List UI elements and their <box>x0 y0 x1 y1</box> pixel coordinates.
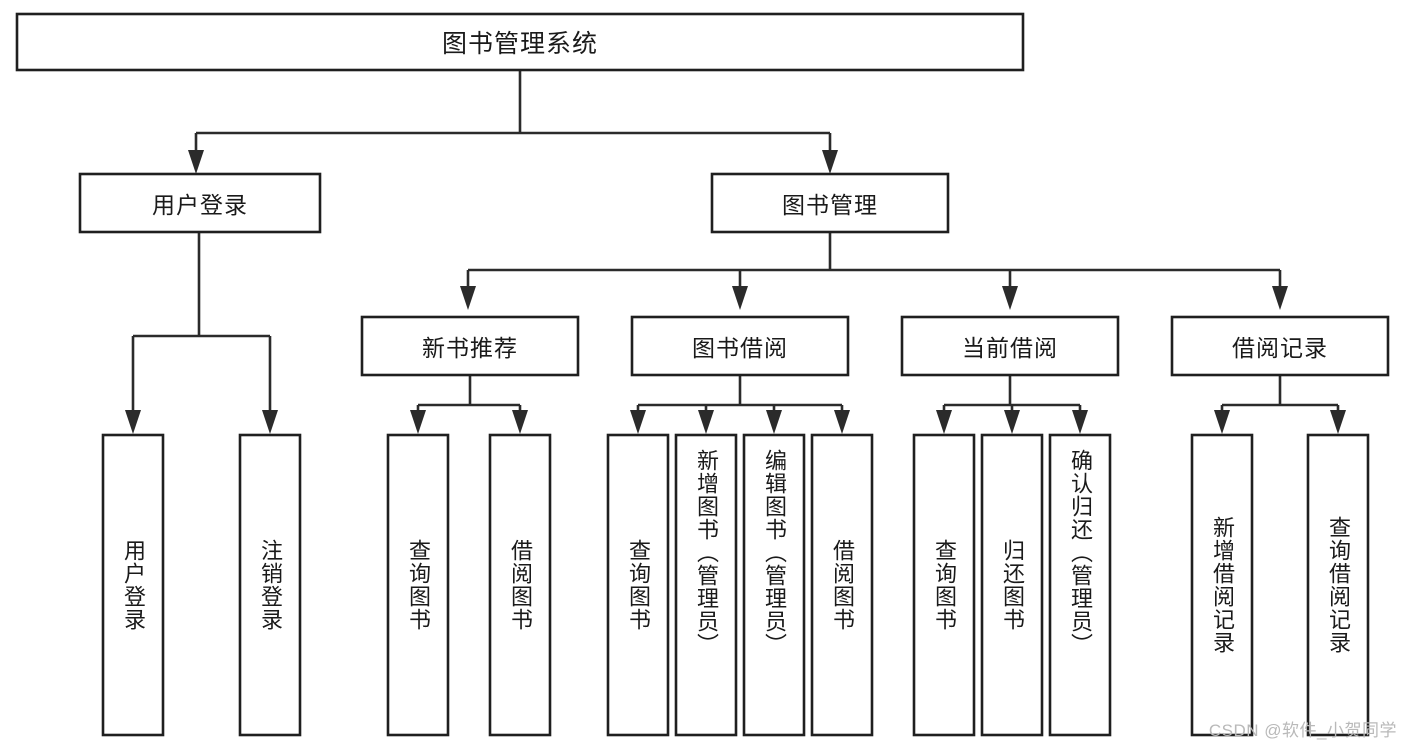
arrowhead-leaf-edit-book-admin <box>766 410 782 434</box>
node-box-leaf-borrow-book-2[interactable] <box>810 433 874 737</box>
arrowhead-leaf-user-login <box>125 410 141 434</box>
connector-root-to-level2 <box>188 70 838 174</box>
connector-book-manage-to-level3 <box>460 232 1288 310</box>
connector-borrow-record-to-leaves <box>1214 375 1346 434</box>
arrowhead-user-login <box>188 150 204 174</box>
arrowhead-leaf-borrow-book-2 <box>834 410 850 434</box>
node-box-root[interactable] <box>15 12 1025 72</box>
node-box-leaf-logout-login[interactable] <box>238 433 302 737</box>
connector-current-borrow-to-leaves <box>936 375 1088 434</box>
node-box-leaf-borrow-book-1[interactable] <box>488 433 552 737</box>
arrowhead-leaf-borrow-book-1 <box>512 410 528 434</box>
node-box-user-login[interactable] <box>78 172 322 234</box>
arrowhead-leaf-logout-login <box>262 410 278 434</box>
node-box-leaf-query-book-2[interactable] <box>606 433 670 737</box>
node-box-leaf-query-book-3[interactable] <box>912 433 976 737</box>
node-box-book-borrow[interactable] <box>630 315 850 377</box>
node-box-leaf-edit-book-admin[interactable] <box>742 433 806 737</box>
arrowhead-leaf-return-book <box>1004 410 1020 434</box>
connector-book-borrow-to-leaves <box>630 375 850 434</box>
arrowhead-leaf-query-book-1 <box>410 410 426 434</box>
arrowhead-leaf-add-book-admin <box>698 410 714 434</box>
node-box-leaf-user-login[interactable] <box>101 433 165 737</box>
arrowhead-leaf-query-borrow-record <box>1330 410 1346 434</box>
node-box-leaf-confirm-return-admin[interactable] <box>1048 433 1112 737</box>
node-box-new-book-recommend[interactable] <box>360 315 580 377</box>
node-box-leaf-query-borrow-record[interactable] <box>1306 433 1370 737</box>
arrowhead-book-manage <box>822 150 838 174</box>
node-box-current-borrow[interactable] <box>900 315 1120 377</box>
node-box-leaf-add-book-admin[interactable] <box>674 433 738 737</box>
arrowhead-borrow-record <box>1272 286 1288 310</box>
arrowhead-leaf-query-book-3 <box>936 410 952 434</box>
node-box-leaf-add-borrow-record[interactable] <box>1190 433 1254 737</box>
node-box-leaf-query-book-1[interactable] <box>386 433 450 737</box>
node-box-borrow-record[interactable] <box>1170 315 1390 377</box>
arrowhead-leaf-confirm-return-admin <box>1072 410 1088 434</box>
arrowhead-current-borrow <box>1002 286 1018 310</box>
node-box-leaf-return-book[interactable] <box>980 433 1044 737</box>
connector-new-book-recommend-to-leaves <box>410 375 528 434</box>
arrowhead-new-book-recommend <box>460 286 476 310</box>
connector-user-login-to-leaves <box>125 232 278 434</box>
arrowhead-book-borrow <box>732 286 748 310</box>
node-box-book-manage[interactable] <box>710 172 950 234</box>
arrowhead-leaf-add-borrow-record <box>1214 410 1230 434</box>
arrowhead-leaf-query-book-2 <box>630 410 646 434</box>
